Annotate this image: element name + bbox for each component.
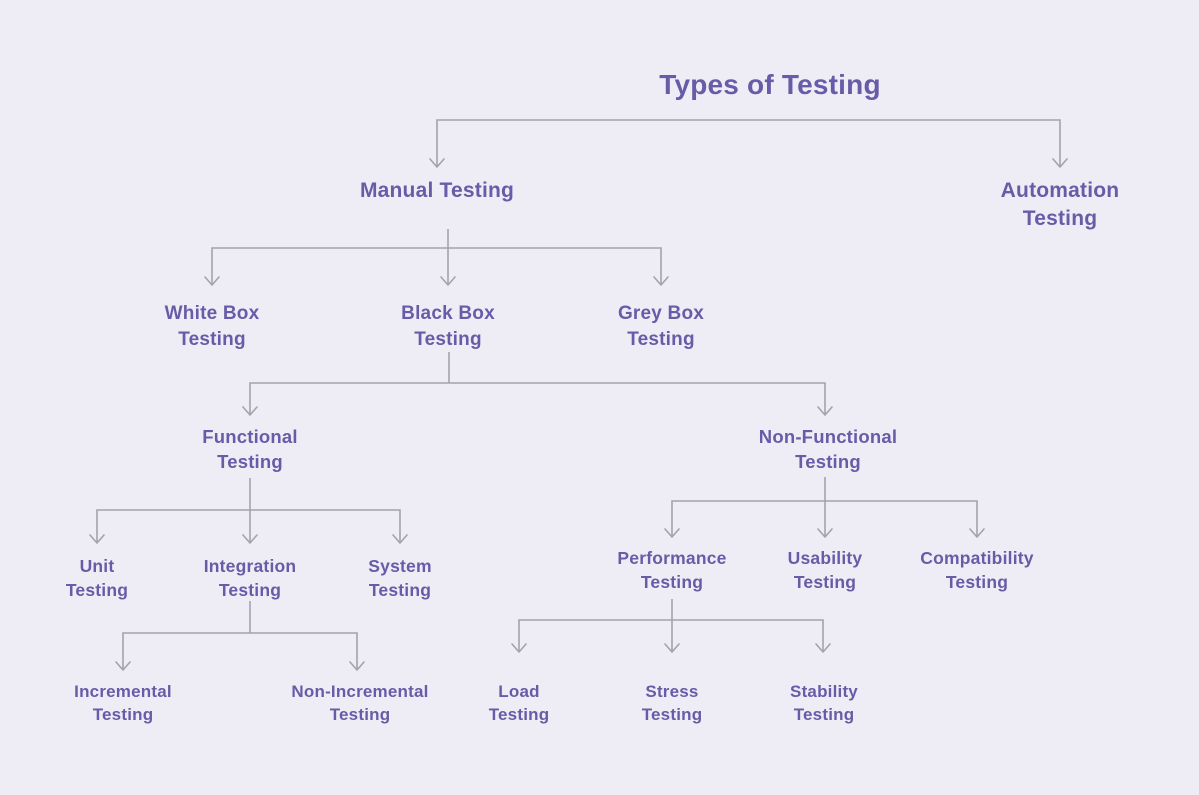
edge-manual-to-box-testing — [204, 229, 669, 286]
arrow-head-icon — [969, 528, 985, 538]
node-usability-testing: Usability Testing — [787, 548, 863, 592]
node-functional-testing: Functional Testing — [202, 426, 298, 472]
node-load-testing: Load Testing — [488, 682, 550, 724]
arrow-head-icon — [817, 528, 833, 538]
node-performance-testing: Performance Testing — [617, 548, 727, 592]
arrow-head-icon — [511, 643, 527, 653]
edge-integration-to-children — [115, 601, 365, 671]
node-non-functional-testing: Non-Functional Testing — [758, 426, 898, 472]
node-system-testing: System Testing — [368, 556, 432, 600]
node-grey-box-testing: Grey Box Testing — [617, 303, 705, 350]
node-black-box-testing: Black Box Testing — [401, 303, 495, 350]
edge-functional-to-children — [89, 478, 408, 544]
arrow-head-icon — [349, 661, 365, 671]
arrow-head-icon — [392, 534, 408, 544]
edge-root-to-manual-and-automation — [429, 119, 1068, 168]
node-white-box-testing: White Box Testing — [164, 303, 260, 350]
arrow-head-icon — [1052, 158, 1068, 168]
node-automation-testing: Automation Testing — [1000, 179, 1120, 231]
arrow-head-icon — [440, 276, 456, 286]
arrow-head-icon — [429, 158, 445, 168]
diagram-title: Types of Testing — [659, 69, 881, 100]
arrow-head-icon — [115, 661, 131, 671]
arrow-head-icon — [89, 534, 105, 544]
edge-blackbox-to-functional-split — [242, 352, 833, 416]
arrow-head-icon — [664, 528, 680, 538]
node-compatibility-testing: Compatibility Testing — [920, 548, 1034, 592]
node-non-incremental-testing: Non-Incremental Testing — [291, 682, 429, 724]
arrow-head-icon — [815, 643, 831, 653]
arrow-head-icon — [817, 406, 833, 416]
node-incremental-testing: Incremental Testing — [74, 682, 172, 724]
arrow-head-icon — [242, 534, 258, 544]
node-stability-testing: Stability Testing — [790, 682, 858, 724]
arrow-head-icon — [664, 643, 680, 653]
arrow-head-icon — [242, 406, 258, 416]
edge-performance-to-children — [511, 599, 831, 653]
arrow-head-icon — [653, 276, 669, 286]
edge-nonfunctional-to-children — [664, 477, 985, 538]
node-stress-testing: Stress Testing — [641, 682, 703, 724]
node-integration-testing: Integration Testing — [203, 556, 297, 600]
node-manual-testing: Manual Testing — [359, 179, 515, 202]
node-unit-testing: Unit Testing — [65, 556, 129, 600]
arrow-head-icon — [204, 276, 220, 286]
